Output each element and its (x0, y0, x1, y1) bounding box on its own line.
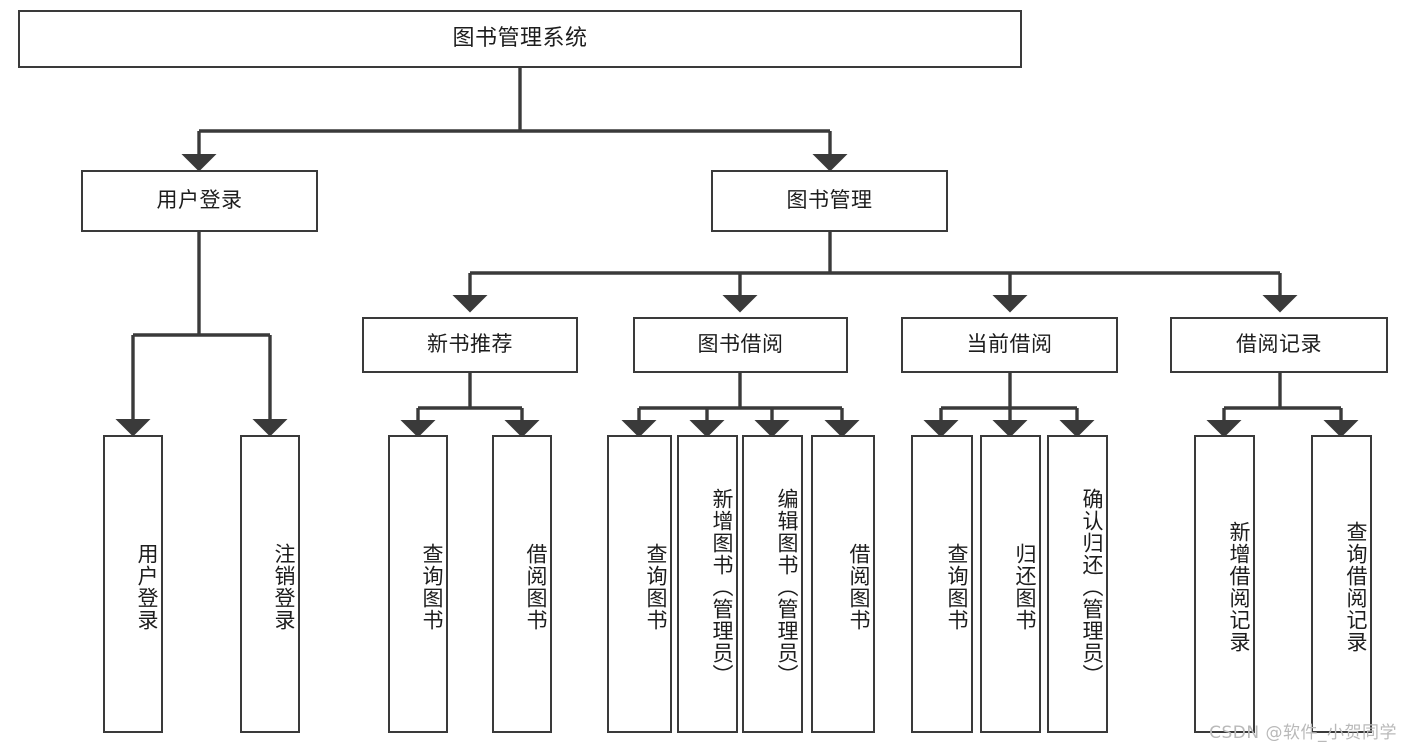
leaf-borrow-record-query[interactable]: 查询借阅记录 (1311, 435, 1372, 733)
node-label: 查询借阅记录 (1344, 521, 1368, 653)
leaf-user-login-logout[interactable]: 注销登录 (240, 435, 300, 733)
leaf-book-borrow-edit-admin[interactable]: 编辑图书（管理员） (742, 435, 803, 733)
node-label: 用户登录 (135, 543, 159, 631)
node-label: 确认归还（管理员） (1080, 488, 1104, 686)
leaf-new-book-borrow[interactable]: 借阅图书 (492, 435, 552, 733)
node-label: 注销登录 (272, 543, 296, 631)
node-label: 图书借阅 (697, 332, 784, 357)
node-label: 编辑图书（管理员） (775, 488, 799, 686)
leaf-current-borrow-confirm-admin[interactable]: 确认归还（管理员） (1047, 435, 1108, 733)
node-label: 查询图书 (945, 543, 969, 631)
leaf-book-borrow-add-admin[interactable]: 新增图书（管理员） (677, 435, 738, 733)
node-book-management[interactable]: 图书管理 (711, 170, 948, 232)
node-new-book-recommend[interactable]: 新书推荐 (362, 317, 578, 373)
node-label: 借阅图书 (524, 543, 548, 631)
leaf-current-borrow-return[interactable]: 归还图书 (980, 435, 1041, 733)
leaf-book-borrow-borrow[interactable]: 借阅图书 (811, 435, 875, 733)
node-label: 用户登录 (156, 188, 243, 213)
leaf-borrow-record-add[interactable]: 新增借阅记录 (1194, 435, 1255, 733)
node-book-borrow[interactable]: 图书借阅 (633, 317, 848, 373)
node-label: 图书管理系统 (452, 25, 588, 51)
node-label: 查询图书 (644, 543, 668, 631)
node-label: 新书推荐 (427, 332, 513, 357)
leaf-current-borrow-query[interactable]: 查询图书 (911, 435, 973, 733)
node-current-borrow[interactable]: 当前借阅 (901, 317, 1118, 373)
node-borrow-record[interactable]: 借阅记录 (1170, 317, 1388, 373)
node-label: 借阅记录 (1236, 332, 1322, 357)
watermark: CSDN @软件_小贺同学 (1209, 723, 1397, 743)
node-label: 新增图书（管理员） (710, 488, 734, 686)
node-label: 当前借阅 (966, 332, 1053, 357)
node-label: 归还图书 (1013, 543, 1037, 631)
node-label: 新增借阅记录 (1227, 521, 1251, 653)
node-label: 图书管理 (786, 188, 873, 213)
node-user-login[interactable]: 用户登录 (81, 170, 318, 232)
leaf-new-book-query[interactable]: 查询图书 (388, 435, 448, 733)
leaf-book-borrow-query[interactable]: 查询图书 (607, 435, 672, 733)
node-root-book-management-system[interactable]: 图书管理系统 (18, 10, 1022, 68)
leaf-user-login-login[interactable]: 用户登录 (103, 435, 163, 733)
node-label: 查询图书 (420, 543, 444, 631)
node-label: 借阅图书 (847, 543, 871, 631)
